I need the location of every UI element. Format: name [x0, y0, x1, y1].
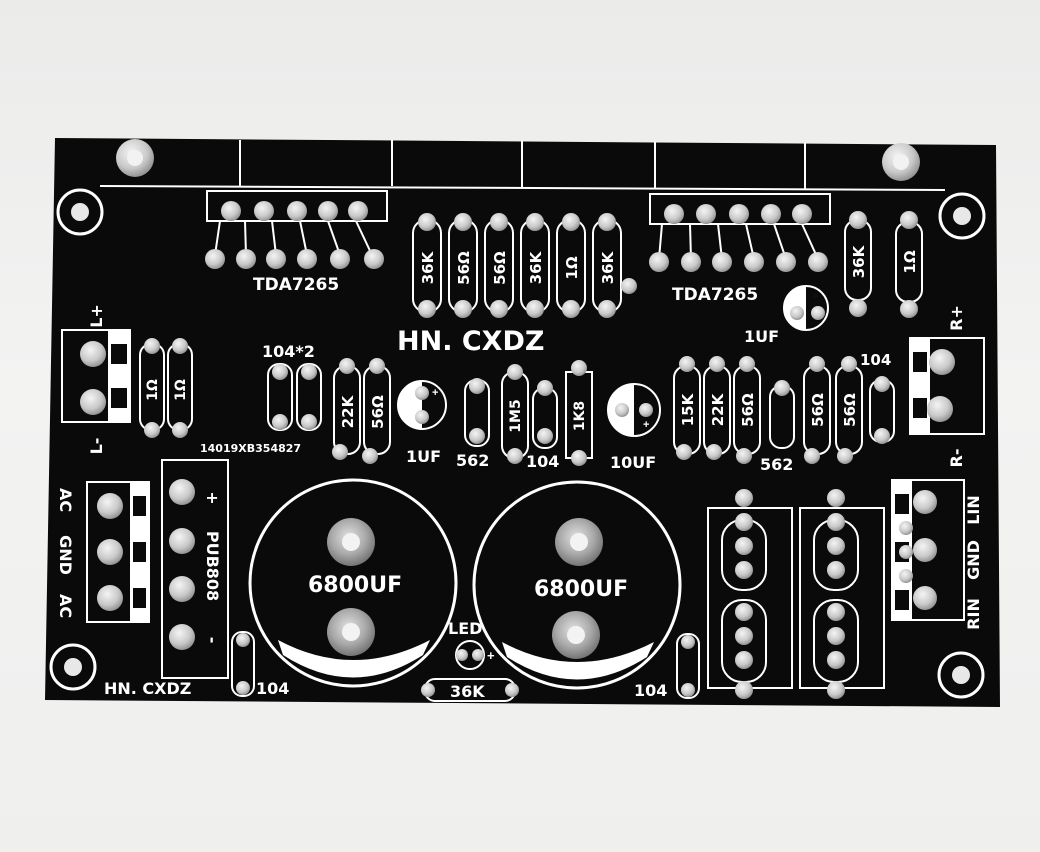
right-plus-label: R+ [947, 305, 966, 331]
power-ac-bottom-label: AC [56, 594, 75, 618]
svg-text:+: + [432, 387, 438, 399]
chip-footprint-left [205, 190, 388, 269]
cap-10uf-label: 10UF [610, 453, 656, 472]
potentiometer-left-footprint [707, 489, 793, 699]
corner-hole-tr [938, 192, 986, 240]
right-speaker-terminal [909, 337, 985, 435]
batch-code: 14019XB354827 [200, 442, 301, 455]
cap-562-left-label: 562 [456, 451, 489, 470]
resistor-label: 56Ω [455, 251, 473, 285]
cap-104-mid-label: 104 [526, 452, 559, 471]
resistor-label: 1Ω [145, 379, 161, 401]
bridge-label: PUB808 [203, 531, 222, 601]
resistor-label: 22K [339, 394, 357, 428]
resistor-label: 1K8 [572, 401, 588, 431]
pair-cap-label: 104*2 [262, 342, 315, 361]
input-gnd-label: GND [964, 540, 983, 580]
corner-hole-tl [56, 188, 104, 236]
chip-footprint-right [649, 193, 831, 272]
bridge-plus-label: + [203, 491, 222, 504]
main-cap-left-label: 6800UF [308, 573, 402, 598]
cap-104-bottom-right-label: 104 [634, 681, 667, 700]
led-label: LED [448, 619, 482, 638]
chip-label-right: TDA7265 [672, 285, 758, 305]
resistor-label: 36K [419, 250, 437, 284]
svg-text:+: + [487, 648, 495, 663]
pair-cap-footprint [267, 363, 322, 431]
mounting-holes [49, 139, 986, 699]
input-rin-label: RIN [964, 598, 983, 630]
left-output-resistors: 1Ω 1Ω [139, 338, 193, 438]
mid-resistors: 1M5 1K8 [501, 360, 593, 466]
led-resistor-footprint [421, 678, 519, 702]
resistor-label: 56Ω [809, 393, 827, 427]
resistor-label: 1Ω [563, 256, 581, 279]
left-minus-label: L- [87, 438, 106, 455]
left-plus-label: L+ [87, 304, 106, 328]
left-speaker-terminal [61, 329, 131, 423]
power-ac-top-label: AC [56, 488, 75, 512]
svg-text:+: + [812, 291, 818, 303]
cap-104-bottom-right-footprint [676, 633, 700, 699]
resistor-label: 56Ω [369, 395, 387, 429]
main-cap-right-footprint [472, 480, 682, 690]
brand-corner: HN. CXDZ [104, 679, 191, 698]
cap-562-right-label: 562 [760, 455, 793, 474]
input-lin-label: LIN [964, 495, 983, 525]
resistor-label: 56Ω [491, 251, 509, 285]
resistor-label: 1Ω [173, 379, 189, 401]
resistor-label: 36K [850, 244, 868, 278]
svg-text:+: + [643, 419, 649, 431]
heatsink-outline [99, 140, 946, 191]
bridge-rectifier [161, 459, 229, 679]
cap-562-left-footprint [464, 378, 490, 447]
cap-104-top-right-label: 104 [860, 351, 891, 369]
resistor-label: 1M5 [508, 399, 524, 432]
main-cap-right-label: 6800UF [534, 577, 628, 602]
bridge-minus-label: - [203, 637, 222, 644]
right-top-resistors: 36K 1Ω [844, 211, 923, 318]
top-resistor-row: 36K 56Ω 56Ω 36K 1Ω 36K [412, 213, 637, 318]
chip-label-left: TDA7265 [253, 275, 339, 295]
corner-hole-bl [49, 643, 97, 691]
led-resistor-label: 36K [450, 682, 485, 701]
right-minus-label: R- [947, 449, 966, 468]
left-feedback-resistors: 22K 56Ω [332, 358, 391, 464]
resistor-label: 36K [527, 250, 545, 284]
resistor-label: 1Ω [901, 250, 919, 273]
cap-1uf-left-label: 1UF [406, 447, 441, 466]
cap-1uf-left-footprint: + [397, 380, 447, 430]
signal-input-terminal [891, 479, 965, 621]
resistor-label: 56Ω [739, 393, 757, 427]
resistor-label: 15K [679, 392, 697, 426]
brand-center: HN. CXDZ [397, 326, 544, 357]
right-feedback-resistors: 15K 22K 56Ω 56Ω 56Ω [673, 356, 895, 464]
cap-104-bottom-left-footprint [231, 631, 255, 697]
resistor-label: 56Ω [841, 393, 859, 427]
power-gnd-label: GND [56, 535, 75, 575]
resistor-label: 22K [709, 392, 727, 426]
corner-hole-br [937, 651, 985, 699]
cap-1uf-right-footprint: + [783, 285, 829, 331]
cap-10uf-footprint: + [607, 383, 661, 437]
led-footprint: + [455, 640, 495, 670]
circuit-board [45, 138, 1000, 707]
resistor-label: 36K [599, 250, 617, 284]
main-cap-left-footprint [248, 478, 458, 688]
potentiometer-right-footprint [799, 489, 885, 699]
cap-104-bottom-left-label: 104 [256, 679, 289, 698]
power-terminal [86, 481, 150, 623]
cap-1uf-right-label: 1UF [744, 327, 779, 346]
